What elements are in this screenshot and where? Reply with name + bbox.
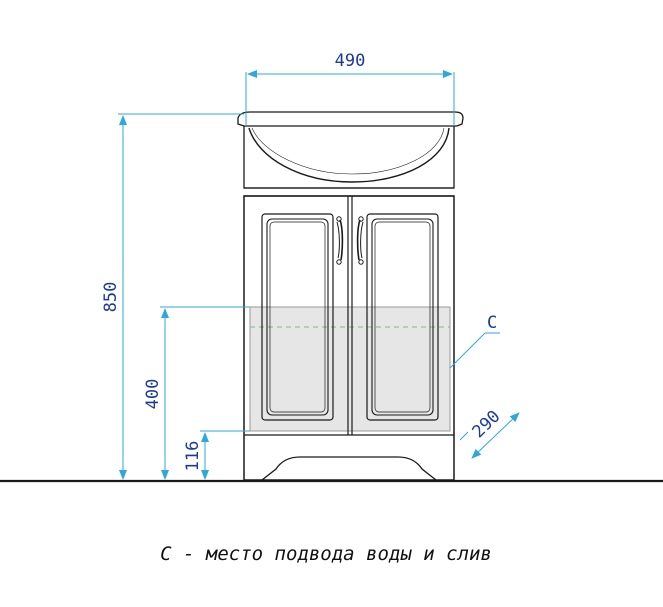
zone-label: C: [487, 313, 497, 333]
right-door: [366, 213, 439, 421]
zone-leader: C: [449, 313, 500, 369]
left-handle: [336, 216, 344, 265]
cabinet: [243, 195, 455, 481]
height-400-label: 400: [143, 379, 163, 410]
connection-zone: [249, 306, 451, 432]
height-total-dimension: 850: [101, 113, 244, 480]
caption: С - место подвода воды и слив: [160, 543, 492, 565]
basin-curve: [248, 127, 450, 183]
right-handle: [356, 216, 364, 265]
width-dimension: 490: [245, 51, 455, 126]
depth-dimension: 290: [459, 407, 520, 459]
plinth-arch: [261, 456, 437, 481]
height-116-dimension: 116: [183, 430, 250, 480]
height-total-label: 850: [101, 282, 121, 313]
width-label: 490: [335, 51, 366, 71]
left-door: [261, 213, 334, 421]
sink: [237, 111, 464, 189]
height-400-dimension: 400: [143, 306, 250, 480]
height-116-label: 116: [183, 441, 203, 472]
depth-label: 290: [469, 407, 505, 443]
